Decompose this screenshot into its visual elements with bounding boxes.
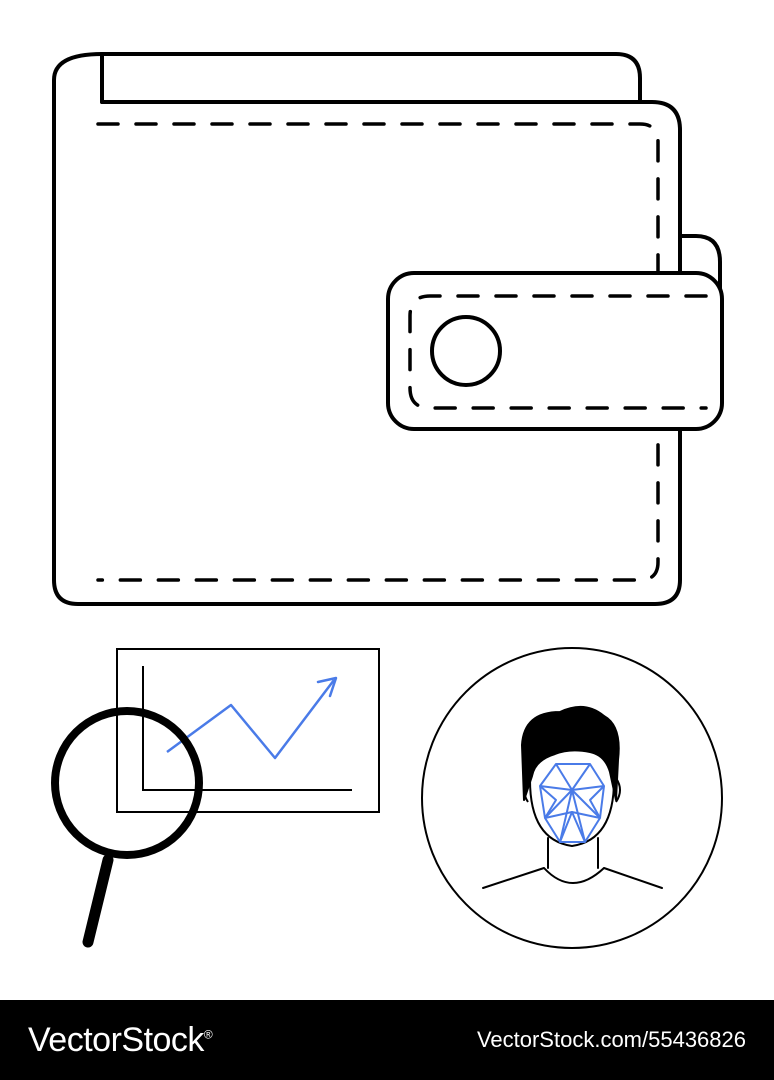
stock-id-text: VectorStock.com/55436826 [476,1027,746,1052]
person-face [529,779,615,848]
person-hair [521,705,620,801]
brand-name: VectorStock [28,1020,204,1059]
wallet-icon [52,52,724,606]
brand-mark: ® [203,1027,213,1042]
watermark-footer: VectorStock® VectorStock.com/55436826 [0,1000,774,1080]
person-ears [523,777,621,803]
chart-trend-line [166,679,335,760]
face-id-circle [421,647,723,949]
wallet-strap-back [680,234,722,402]
person-shoulders [482,837,663,889]
wallet-clasp-stitch [408,294,708,410]
illustration [51,52,724,949]
wallet-back-panel [100,52,642,104]
magnifier-handle [82,854,114,948]
face-id-icon [421,647,723,949]
chart-frame [116,648,380,813]
brand-logo-text: VectorStock® [28,1020,213,1060]
chart-axes [142,666,352,791]
wallet-back-side [52,52,682,606]
wallet-clasp [386,271,724,431]
magnifier-icon [51,707,203,948]
chart-icon [116,648,380,813]
face-mesh [539,763,605,843]
magnifier-lens [51,707,203,859]
chart-trend-arrowhead [316,676,338,698]
wallet-snap-button [430,315,502,387]
